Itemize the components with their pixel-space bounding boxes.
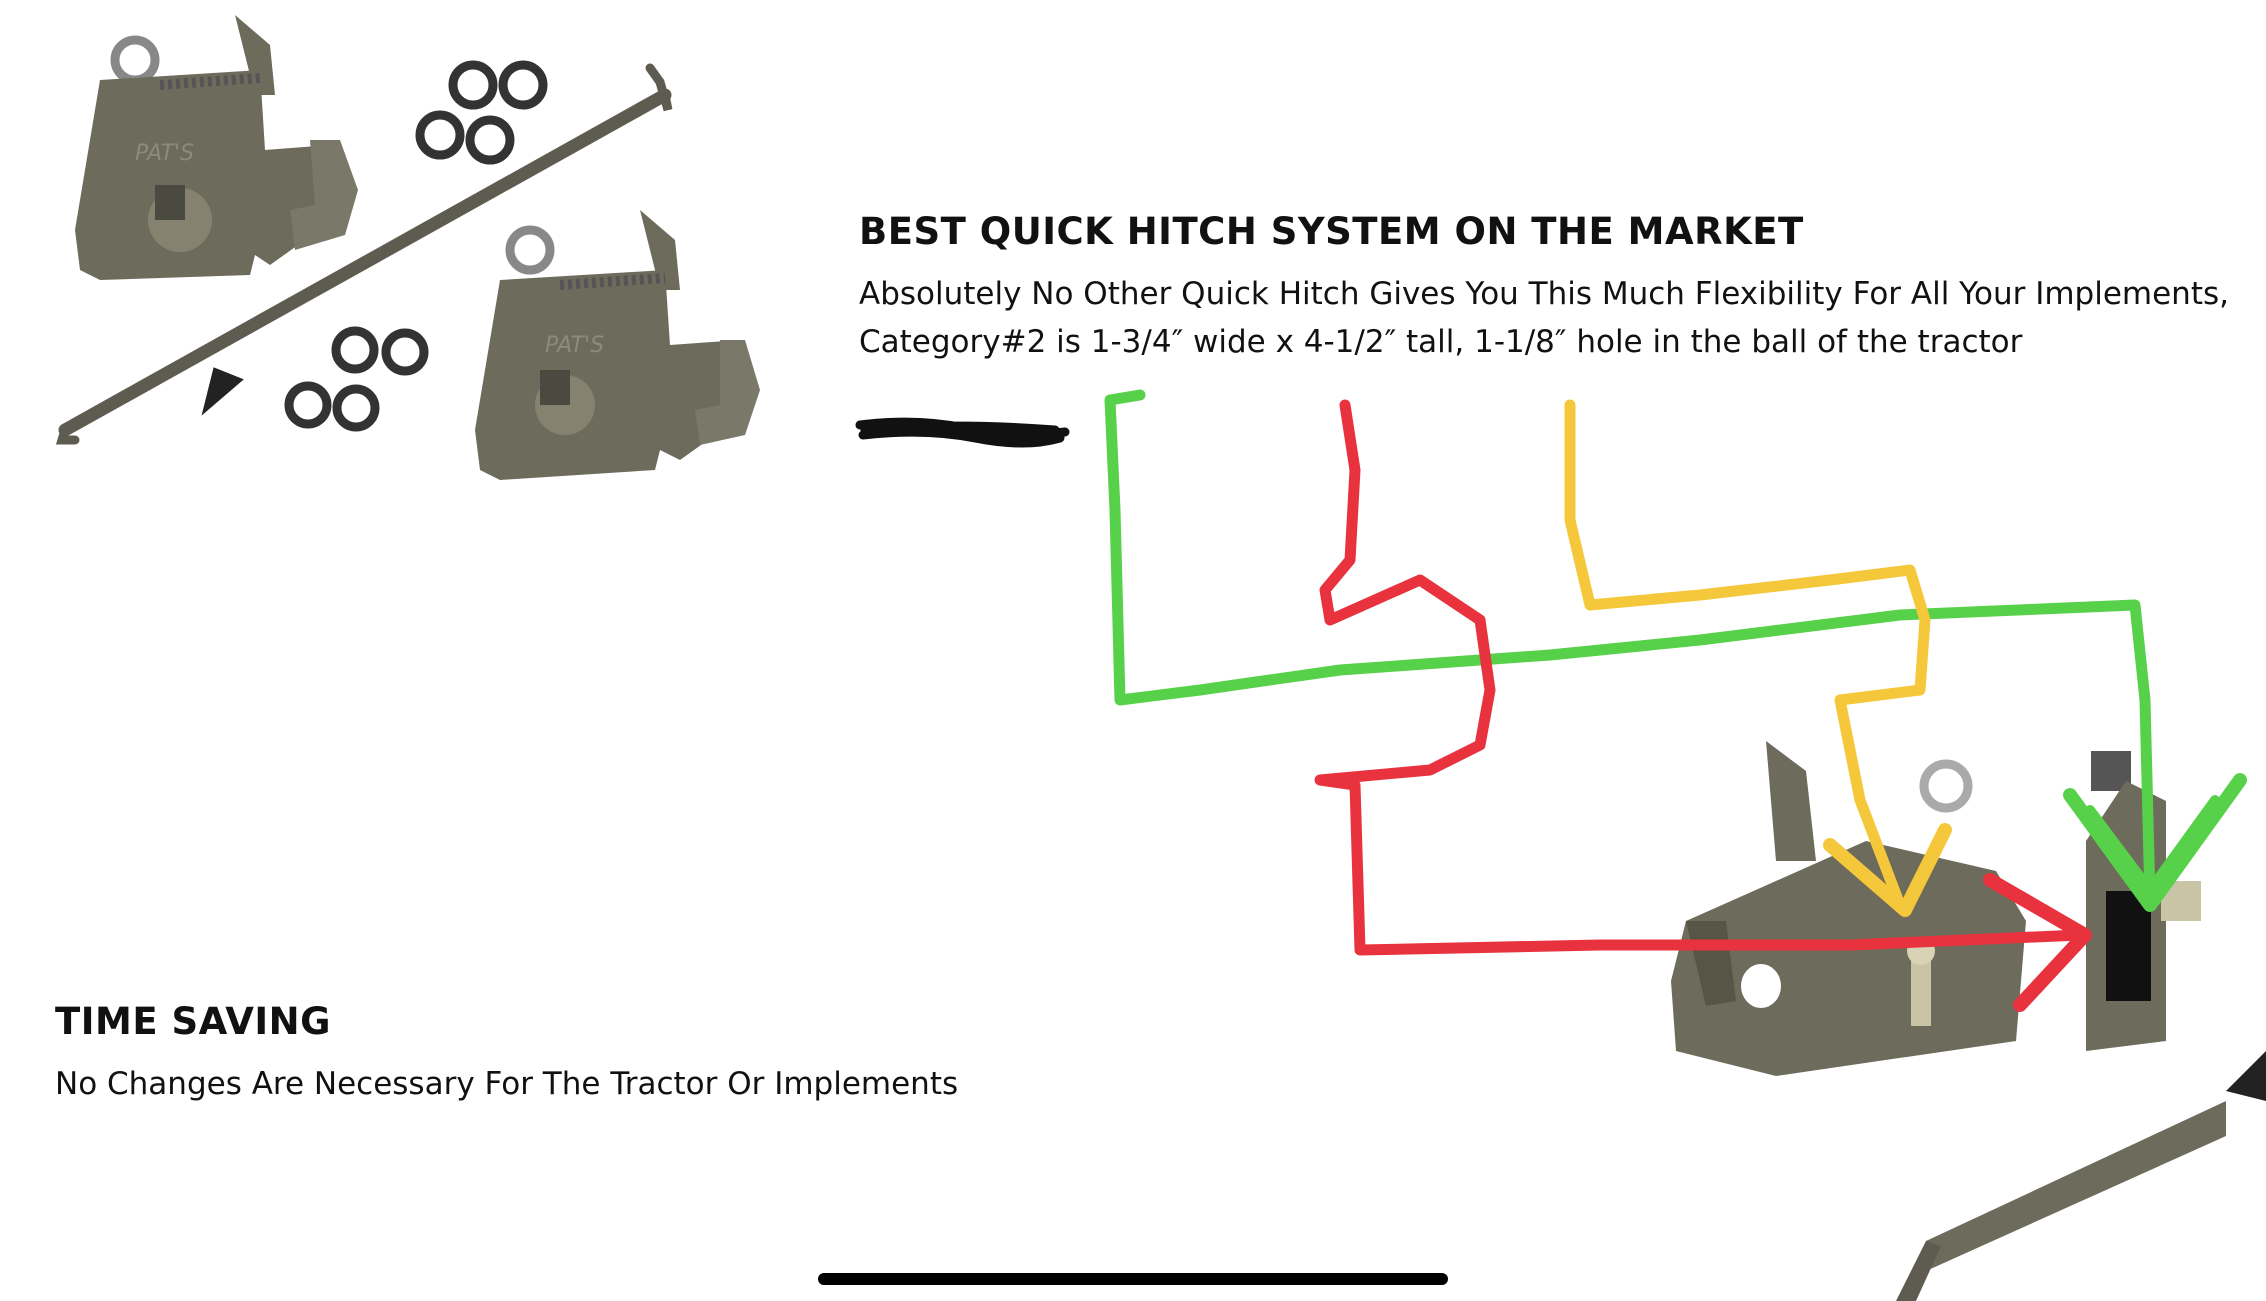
green-arrow <box>1104 389 2156 906</box>
yellow-arrow <box>1564 399 1931 911</box>
time-saving-description: No Changes Are Necessary For The Tractor… <box>55 1066 959 1102</box>
time-saving-heading: TIME SAVING <box>55 1000 331 1043</box>
hitch-top-left-icon: PAT'S <box>75 15 358 280</box>
quick-hitch-kit-image: PAT'S PAT'S <box>55 15 760 480</box>
market-heading: BEST QUICK HITCH SYSTEM ON THE MARKET <box>859 210 1804 253</box>
svg-text:PAT'S: PAT'S <box>545 333 604 358</box>
market-description-line-1: Absolutely No Other Quick Hitch Gives Yo… <box>859 276 2229 312</box>
market-description-line-2: Category#2 is 1-3/4″ wide x 4-1/2″ tall,… <box>859 324 2023 360</box>
home-indicator[interactable] <box>818 1273 1448 1285</box>
hitch-bottom-right-icon: PAT'S <box>475 210 760 480</box>
hitch-assembly-photo <box>1671 741 2266 1301</box>
washers-top-icon <box>415 60 548 165</box>
red-arrow <box>1314 399 2086 956</box>
svg-text:PAT'S: PAT'S <box>135 141 194 166</box>
black-scribble-mark <box>855 417 1070 448</box>
connecting-rod-icon <box>55 63 673 445</box>
washers-bottom-icon <box>284 326 429 432</box>
